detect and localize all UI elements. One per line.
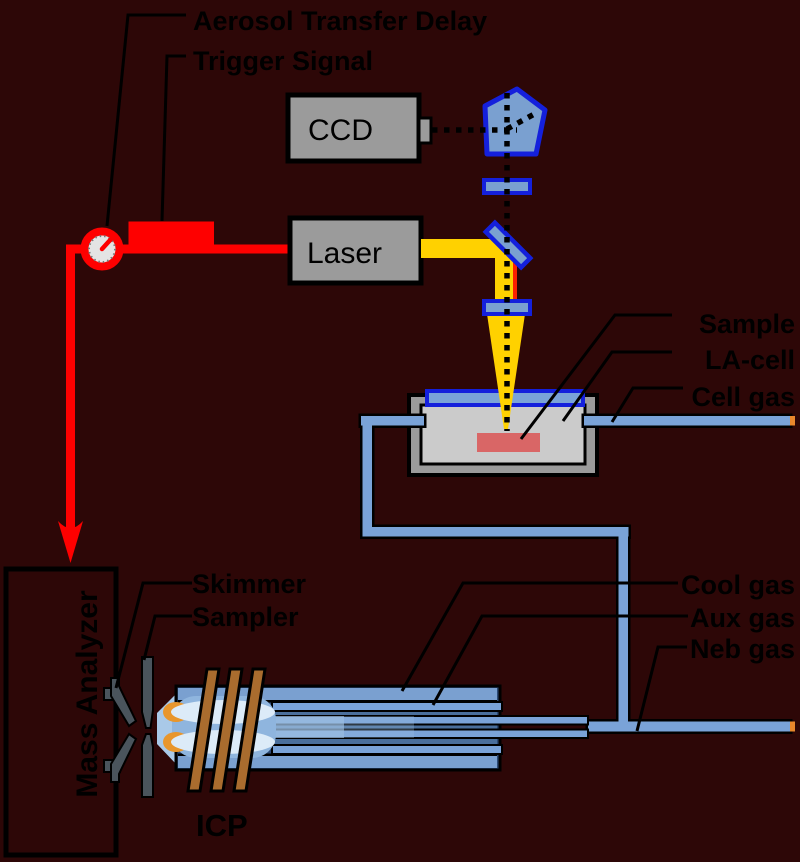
- label-laser: Laser: [307, 237, 382, 270]
- aerosol-trail: [274, 716, 344, 738]
- label-la-cell: LA-cell: [705, 345, 795, 375]
- tube-neb-gas: [588, 721, 790, 732]
- label-sampler: Sampler: [192, 602, 299, 632]
- label-icp: ICP: [196, 808, 248, 843]
- clock-ring: [80, 227, 124, 271]
- label-ccd: CCD: [308, 114, 373, 147]
- square-wave-icon: [66, 221, 290, 540]
- label-mass-analyzer: Mass Analyzer: [71, 590, 104, 798]
- label-sample: Sample: [699, 309, 795, 339]
- tube-transfer-horizontal: [362, 527, 629, 537]
- tube-end-cap-cellgas: [790, 416, 795, 426]
- sample-block: [477, 433, 540, 452]
- down-arrow-icon: [58, 521, 83, 563]
- ccd-lens-nub: [417, 116, 433, 145]
- tube-down-left: [362, 416, 372, 537]
- beam-edge-red: [513, 257, 517, 305]
- leader-sample: [519, 313, 672, 440]
- leader-trigger-signal: [160, 54, 186, 222]
- leader-aux-gas: [431, 614, 688, 706]
- optical-axis-dotted: [432, 93, 540, 431]
- interface-cones: [103, 656, 154, 798]
- torch-middle-tube-bottom: [271, 744, 503, 755]
- tube-down-right: [618, 527, 628, 732]
- label-cell-gas: Cell gas: [691, 382, 795, 412]
- clock-hand: [99, 235, 115, 252]
- coil-1: [186, 667, 221, 793]
- torch-middle-tube-top: [271, 701, 503, 712]
- coil-2: [209, 667, 244, 793]
- label-skimmer: Skimmer: [192, 569, 307, 599]
- label-aerosol-transfer-delay: Aerosol Transfer Delay: [193, 6, 487, 36]
- ccd-box: [285, 92, 422, 164]
- tube-end-cap-nebgas: [790, 721, 795, 732]
- mass-analyzer-box: [3, 566, 119, 858]
- sampler-cone-lower: [141, 733, 154, 798]
- leader-aerosol-transfer-delay: [105, 13, 186, 227]
- sampler-cone-upper: [141, 656, 154, 729]
- clock-ticks: [88, 235, 116, 263]
- label-cool-gas: Cool gas: [681, 570, 795, 600]
- mirror-icon: [482, 219, 534, 271]
- tube-cell-gas: [584, 416, 790, 426]
- label-trigger-signal: Trigger Signal: [193, 46, 373, 76]
- icp-torch: [157, 667, 589, 793]
- leader-neb-gas: [635, 645, 687, 732]
- tube-cell-left: [361, 416, 424, 426]
- induction-coils: [186, 667, 267, 793]
- leader-cool-gas: [400, 581, 678, 692]
- leader-skimmer: [114, 581, 192, 689]
- leader-cell-gas: [610, 386, 683, 423]
- label-neb-gas: Neb gas: [690, 634, 795, 664]
- clock-icon: [80, 227, 124, 271]
- tube-cores: [361, 416, 790, 732]
- beam-horizontal: [421, 239, 513, 258]
- coil-3: [232, 667, 267, 793]
- skimmer-cone-lower: [110, 732, 138, 783]
- dotted-prism-diagonal: [505, 109, 540, 132]
- leader-sampler: [142, 614, 192, 661]
- leader-la-cell: [561, 350, 672, 422]
- leader-lines: [105, 13, 688, 732]
- pentaprism-icon: [482, 86, 548, 157]
- torch-rim-bottom: [178, 756, 497, 768]
- label-aux-gas: Aux gas: [690, 603, 795, 633]
